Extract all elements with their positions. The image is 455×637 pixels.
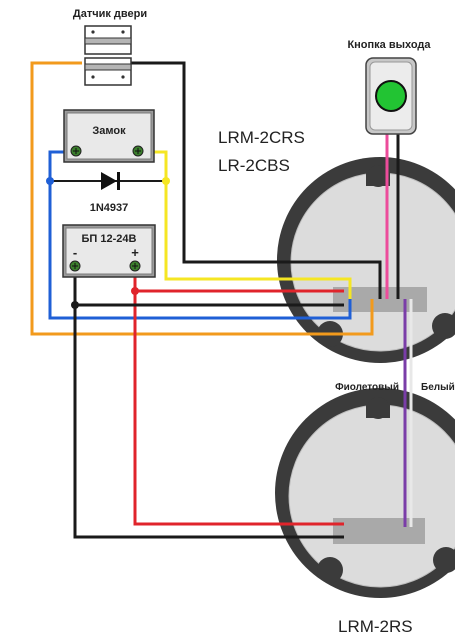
model-bottom: LRM-2RS — [338, 617, 413, 636]
wire-black-gnd-bottom — [73, 305, 344, 539]
psu-plus-label: + — [131, 245, 139, 260]
model-top-line1: LRM-2CRS — [218, 128, 305, 147]
psu-box — [62, 224, 156, 278]
psu-minus-label: - — [73, 245, 77, 260]
psu-label: БП 12-24В — [82, 233, 137, 245]
door-sensor-label: Датчик двери — [73, 8, 147, 20]
lock-label: Замок — [92, 125, 126, 137]
wire-orange — [30, 61, 374, 336]
lock-box — [63, 109, 155, 163]
reader-bottom — [275, 388, 455, 598]
model-top-line2: LR-2CBS — [218, 156, 290, 175]
exit-button — [365, 57, 417, 135]
wire-yellow — [137, 150, 352, 299]
wire-junctions — [46, 177, 170, 309]
wire-black-door — [130, 61, 382, 299]
door-sensor — [84, 25, 132, 86]
wire-red-bottom — [133, 291, 344, 526]
wire-violet-label: Фиолетовый — [335, 382, 399, 393]
diode-icon — [101, 172, 120, 190]
reader-top — [277, 157, 455, 363]
diode-label: 1N4937 — [90, 202, 129, 214]
wire-blue — [48, 150, 352, 320]
wire-white-label: Белый — [421, 382, 455, 393]
exit-button-label: Кнопка выхода — [347, 39, 431, 51]
exit-button-led-icon — [375, 80, 407, 112]
